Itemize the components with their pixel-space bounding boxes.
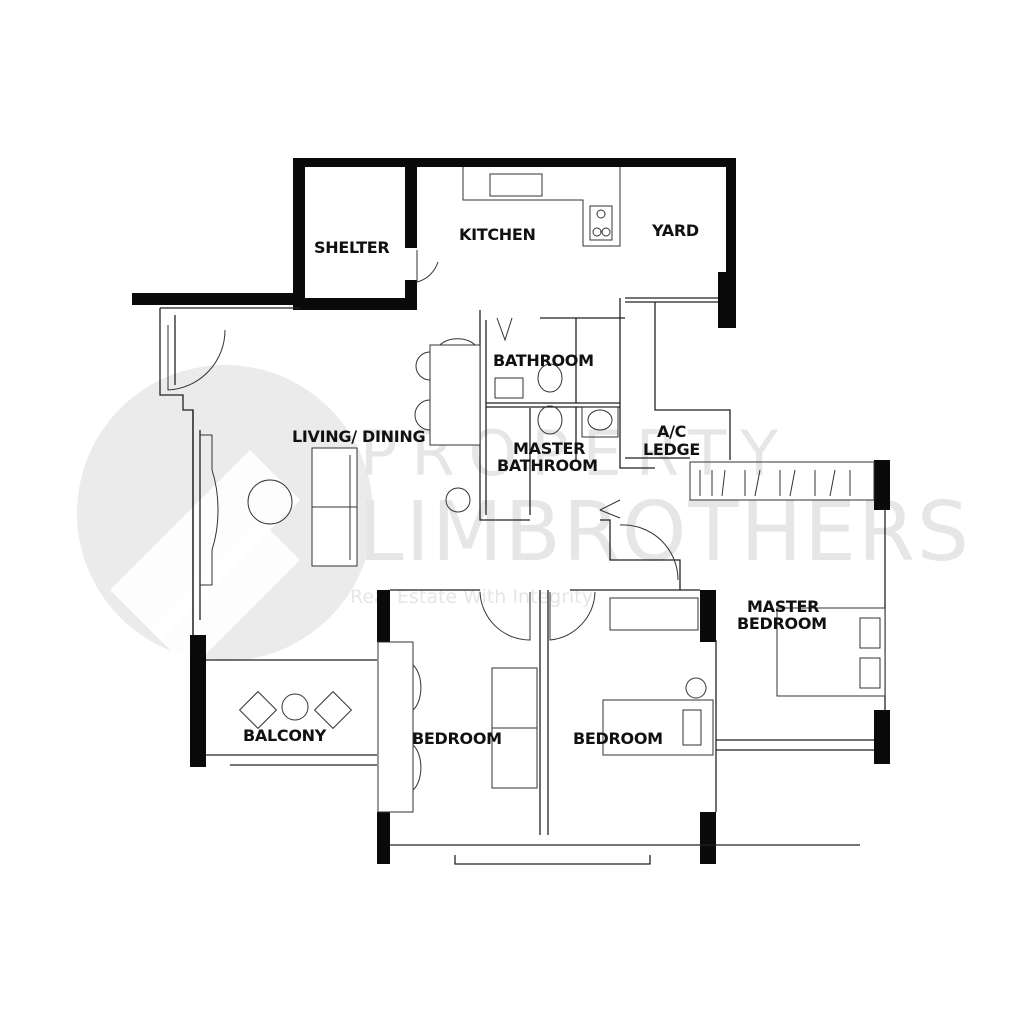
bed-icon — [602, 699, 714, 756]
stove-icon — [589, 205, 613, 241]
label-ac-ledge-1: A/C — [657, 422, 686, 441]
label-living-dining: LIVING/ DINING — [292, 427, 425, 446]
toilet-icon — [537, 363, 563, 393]
watermark-tagline: Real Estate With Integrity — [350, 586, 593, 608]
label-kitchen: KITCHEN — [459, 225, 536, 244]
basin-icon — [494, 377, 524, 399]
watermark: PROPERTY LIMBROTHERS Real Estate With In… — [77, 365, 971, 670]
chair-icon — [238, 690, 278, 730]
label-yard: YARD — [651, 221, 699, 240]
bedroom2-door-icon — [549, 591, 596, 641]
label-master-bedroom-2: BEDROOM — [737, 614, 827, 633]
tv-console-icon — [200, 434, 219, 586]
label-shelter: SHELTER — [314, 238, 389, 257]
coffee-table-icon — [247, 479, 293, 525]
bedroom1-door-icon — [479, 591, 531, 641]
doors — [167, 250, 679, 641]
furniture — [200, 167, 886, 791]
label-bedroom-2: BEDROOM — [573, 729, 663, 748]
basin-icon-2 — [587, 409, 613, 431]
walls — [132, 158, 890, 864]
sink-icon — [489, 173, 543, 197]
master-bed-icon — [776, 607, 886, 697]
label-bedroom-1: BEDROOM — [412, 729, 502, 748]
entrance-door-icon — [167, 325, 226, 391]
label-master-bedroom-1: MASTER — [747, 597, 819, 616]
master-door-icon — [619, 524, 679, 581]
label-balcony: BALCONY — [243, 726, 327, 745]
chair-icon-2 — [313, 690, 353, 730]
shelter-door-icon — [416, 250, 439, 283]
plant-icon — [445, 487, 471, 513]
label-master-bathroom-2: BATHROOM — [497, 456, 598, 475]
dining-table-icon — [429, 344, 481, 446]
balcony-table-icon — [281, 693, 309, 721]
watermark-line2: LIMBROTHERS — [358, 485, 971, 580]
room-labels: SHELTER KITCHEN YARD BATHROOM LIVING/ DI… — [243, 221, 827, 748]
label-bathroom: BATHROOM — [493, 351, 594, 370]
label-ac-ledge-2: LEDGE — [643, 440, 700, 459]
label-master-bathroom-1: MASTER — [513, 439, 585, 458]
